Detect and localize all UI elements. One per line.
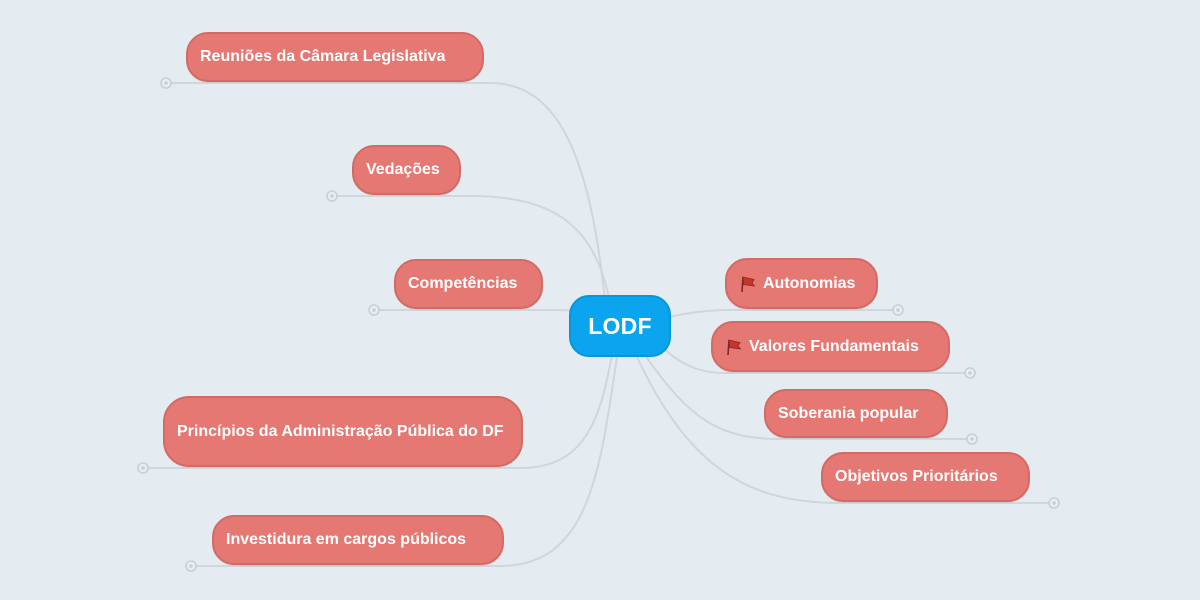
topic-label: Soberania popular xyxy=(778,404,919,422)
topic-investidura[interactable]: Investidura em cargos públicos xyxy=(212,515,504,565)
flag-icon xyxy=(727,338,742,355)
collapse-dot[interactable] xyxy=(964,367,976,379)
collapse-dot[interactable] xyxy=(966,433,978,445)
topic-competencias[interactable]: Competências xyxy=(394,259,543,309)
connector-principios xyxy=(143,354,613,469)
collapse-dot[interactable] xyxy=(160,77,172,89)
topic-autonomias[interactable]: Autonomias xyxy=(725,258,878,309)
central-topic[interactable]: LODF xyxy=(569,295,671,357)
collapse-dot[interactable] xyxy=(326,190,338,202)
topic-label: Autonomias xyxy=(763,274,856,292)
topic-reunioes[interactable]: Reuniões da Câmara Legislativa xyxy=(186,32,484,82)
collapse-dot[interactable] xyxy=(368,304,380,316)
topic-principios[interactable]: Princípios da Administração Pública do D… xyxy=(163,396,523,467)
topic-label: Investidura em cargos públicos xyxy=(226,531,467,548)
connector-soberania xyxy=(644,354,972,440)
collapse-dot[interactable] xyxy=(185,560,197,572)
central-topic-label: LODF xyxy=(588,312,652,339)
topic-valores-fundamentais[interactable]: Valores Fundamentais xyxy=(711,321,950,372)
collapse-dot[interactable] xyxy=(892,304,904,316)
topic-label: Reuniões da Câmara Legislativa xyxy=(200,48,446,65)
connector-competencias xyxy=(374,309,591,316)
topic-soberania-popular[interactable]: Soberania popular xyxy=(764,389,948,438)
connector-autonomias xyxy=(664,309,898,319)
collapse-dot[interactable] xyxy=(137,462,149,474)
topic-label: Vedações xyxy=(366,161,440,178)
connector-vedacoes xyxy=(332,195,611,303)
collapse-dot[interactable] xyxy=(1048,497,1060,509)
topic-label: Valores Fundamentais xyxy=(749,337,919,355)
connector-valores xyxy=(659,344,970,374)
connector-investidura xyxy=(191,356,618,567)
topic-label: Competências xyxy=(408,275,518,292)
connector-objetivos xyxy=(636,356,1054,504)
flag-icon xyxy=(741,275,756,292)
topic-objetivos-prioritarios[interactable]: Objetivos Prioritários xyxy=(821,452,1030,502)
topic-vedacoes[interactable]: Vedações xyxy=(352,145,461,195)
connector-reunioes xyxy=(166,82,606,301)
topic-label: Princípios da Administração Pública do D… xyxy=(177,423,504,440)
topic-label: Objetivos Prioritários xyxy=(835,468,998,485)
